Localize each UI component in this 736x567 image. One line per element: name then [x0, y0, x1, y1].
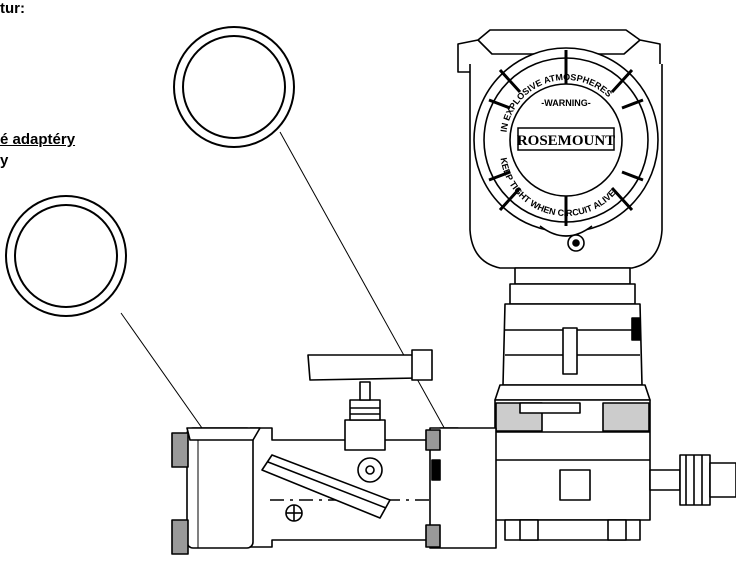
label-adapters: é adaptéry — [0, 131, 76, 148]
callout-circle-left — [5, 195, 127, 317]
warning-text: -WARNING- — [541, 98, 591, 108]
manifold — [249, 349, 497, 549]
ring-text-bottom: KEEP TIGHT WHEN CIRCUIT ALIVE — [498, 157, 617, 218]
coplanar-flange-left — [171, 427, 261, 555]
sensor-module — [494, 303, 651, 541]
brand-plate — [517, 127, 615, 151]
label-y: y — [0, 152, 9, 169]
brand-logo: ROSEMOUNT — [517, 133, 615, 149]
callout-circle-top — [173, 26, 295, 148]
leader-line-top — [279, 131, 463, 461]
process-fitting-right — [649, 454, 736, 506]
label-top: tur: — [0, 0, 25, 17]
